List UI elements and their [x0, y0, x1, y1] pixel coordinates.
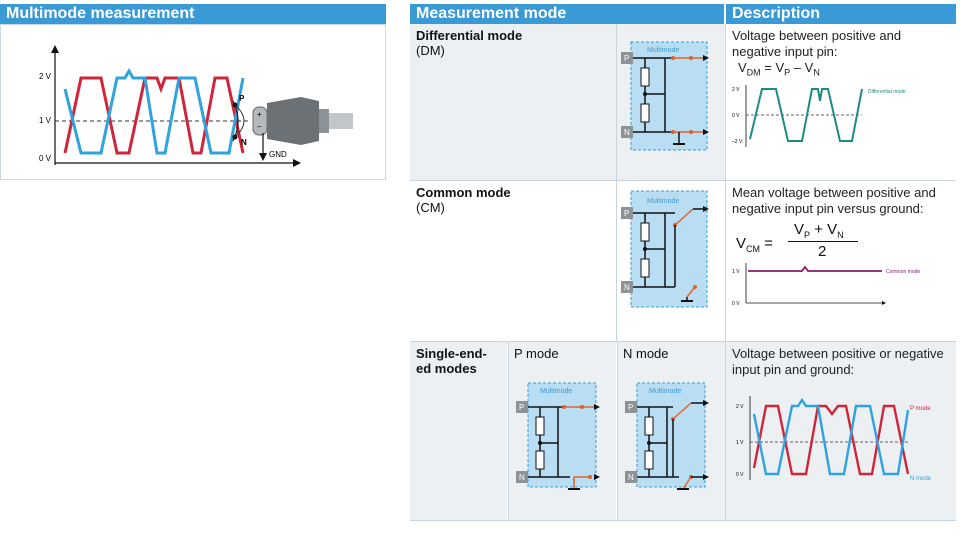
se-label-p: P mode: [910, 406, 931, 412]
circuit-pin-n: N: [628, 473, 634, 482]
dm-chart-label: Differential mode: [868, 89, 906, 95]
table-row-differential: Differential mode (DM) Multimode P N: [410, 24, 956, 180]
mode-cell: Single-end- ed modes: [410, 342, 507, 520]
col-divider: [616, 24, 617, 341]
se-p-trace: [752, 404, 910, 476]
dm-tick-neg2v: –2 V: [732, 139, 743, 145]
table-header-mode-label: Measurement mode: [416, 5, 567, 22]
common-mode-chart: 1 V 0 V Common mode: [732, 263, 920, 307]
table-header-mode: Measurement mode: [410, 4, 724, 24]
formula-p-sub: P: [784, 67, 791, 78]
differential-circuit-diagram: Multimode P N: [621, 41, 709, 151]
table-bottom-border: [410, 520, 956, 521]
se-tick-1v: 1 V: [736, 440, 744, 446]
p-signal-trace: [63, 76, 245, 155]
common-circuit-diagram: Multimode P N: [621, 190, 709, 308]
cm-chart-label: Common mode: [886, 269, 920, 275]
probe-pin-n: N: [241, 138, 247, 147]
formula-lhs: V: [736, 235, 747, 252]
formula-lhs: V: [738, 60, 747, 75]
probe-pin-p: P: [239, 94, 245, 103]
mode-abbr: (DM): [416, 43, 445, 58]
dm-tick-0v: 0 V: [732, 113, 740, 119]
col-divider: [725, 24, 726, 520]
n-signal-trace: [63, 67, 245, 155]
description-cell: Voltage between positive and negative in…: [726, 24, 956, 180]
table-header-description-label: Description: [732, 5, 821, 22]
circuit-label: Multimode: [540, 388, 572, 395]
cm-trace: [748, 265, 882, 272]
cm-tick-0v: 0 V: [732, 301, 740, 307]
col-divider: [617, 342, 618, 520]
mode-title-line1: Single-end-: [416, 346, 487, 361]
dm-trace: [749, 87, 863, 142]
left-panel-header: Multimode measurement: [0, 4, 386, 24]
se-tick-2v: 2 V: [736, 404, 744, 410]
left-panel-title: Multimode measurement: [6, 5, 195, 22]
mode-abbr: (CM): [416, 200, 445, 215]
p-mode-circuit-diagram: Multimode P N: [516, 382, 600, 490]
circuit-label: Multimode: [647, 198, 679, 205]
formula-eq: = V: [760, 60, 785, 75]
dm-tick-2v: 2 V: [732, 87, 740, 93]
description-text: Voltage between positive and negative in…: [732, 28, 902, 59]
table-row-common: Common mode (CM) Multimode P N: [410, 181, 956, 341]
circuit-pin-p: P: [628, 403, 633, 412]
mode-title: Common mode: [416, 185, 511, 200]
formula-n-sub: N: [813, 67, 820, 78]
mode-title-line2: ed modes: [416, 361, 477, 376]
formula-lhs-sub: CM: [746, 244, 761, 254]
formula-minus: – V: [790, 60, 814, 75]
dm-formula: VDM = VP – VN: [732, 60, 950, 81]
circuit-pin-p: P: [519, 403, 524, 412]
formula-den: 2: [818, 243, 827, 260]
mode-cell: Differential mode (DM): [410, 24, 616, 180]
gnd-label: GND: [269, 150, 287, 159]
formula-num: V: [794, 221, 805, 238]
probe-minus: –: [257, 122, 262, 131]
mode-cell: Common mode (CM): [410, 181, 616, 341]
multimode-illustration-panel: 2 V 1 V 0 V P N + – GND: [0, 24, 386, 180]
cm-tick-1v: 1 V: [732, 269, 740, 275]
formula-num-plus: + V: [810, 221, 838, 238]
formula-lhs-sub: DM: [746, 67, 761, 78]
description-text: Voltage between positive or negative inp…: [732, 346, 944, 377]
circuit-pin-n: N: [519, 473, 525, 482]
description-text: Mean voltage between positive and negati…: [732, 185, 936, 216]
formula-num-n: N: [837, 230, 844, 240]
formula-num-p: P: [804, 230, 811, 240]
circuit-label: Multimode: [649, 388, 681, 395]
se-label-n: N mode: [910, 476, 932, 482]
y-label-1v: 1 V: [39, 116, 52, 125]
table-header-description: Description: [726, 4, 956, 24]
mode-title: Differential mode: [416, 28, 523, 43]
circuit-cell: Multimode P N: [617, 24, 725, 180]
y-label-0v: 0 V: [39, 154, 52, 163]
circuit-cell: Multimode P N: [617, 181, 725, 341]
n-mode-label: N mode: [623, 346, 669, 361]
row-divider: [410, 180, 956, 181]
p-mode-cell: P mode Multimode P N: [508, 342, 616, 520]
multimode-illustration: 2 V 1 V 0 V P N + – GND: [39, 45, 353, 167]
row-divider: [410, 341, 956, 342]
probe-plus: +: [257, 110, 262, 119]
circuit-pin-n: N: [624, 283, 630, 292]
n-mode-circuit-diagram: Multimode P N: [625, 382, 709, 490]
circuit-pin-p: P: [624, 209, 629, 218]
col-divider: [508, 342, 509, 520]
n-mode-cell: N mode Multimode P N: [617, 342, 725, 520]
circuit-label: Multimode: [647, 47, 679, 54]
single-ended-chart: 2 V 1 V 0 V P mode N mode: [736, 396, 932, 482]
table-row-single-ended: Single-end- ed modes P mode Multimode P …: [410, 342, 956, 520]
circuit-pin-p: P: [624, 54, 629, 63]
se-tick-0v: 0 V: [736, 472, 744, 478]
se-n-trace: [752, 397, 910, 476]
description-cell: Mean voltage between positive and negati…: [726, 181, 956, 341]
p-mode-label: P mode: [514, 346, 559, 361]
y-label-2v: 2 V: [39, 72, 52, 81]
cm-formula: VCM = VP + VN 2: [732, 221, 950, 261]
description-cell: Voltage between positive or negative inp…: [726, 342, 956, 520]
circuit-pin-n: N: [624, 128, 630, 137]
differential-mode-chart: 2 V 0 V –2 V Differential mode: [732, 84, 906, 147]
